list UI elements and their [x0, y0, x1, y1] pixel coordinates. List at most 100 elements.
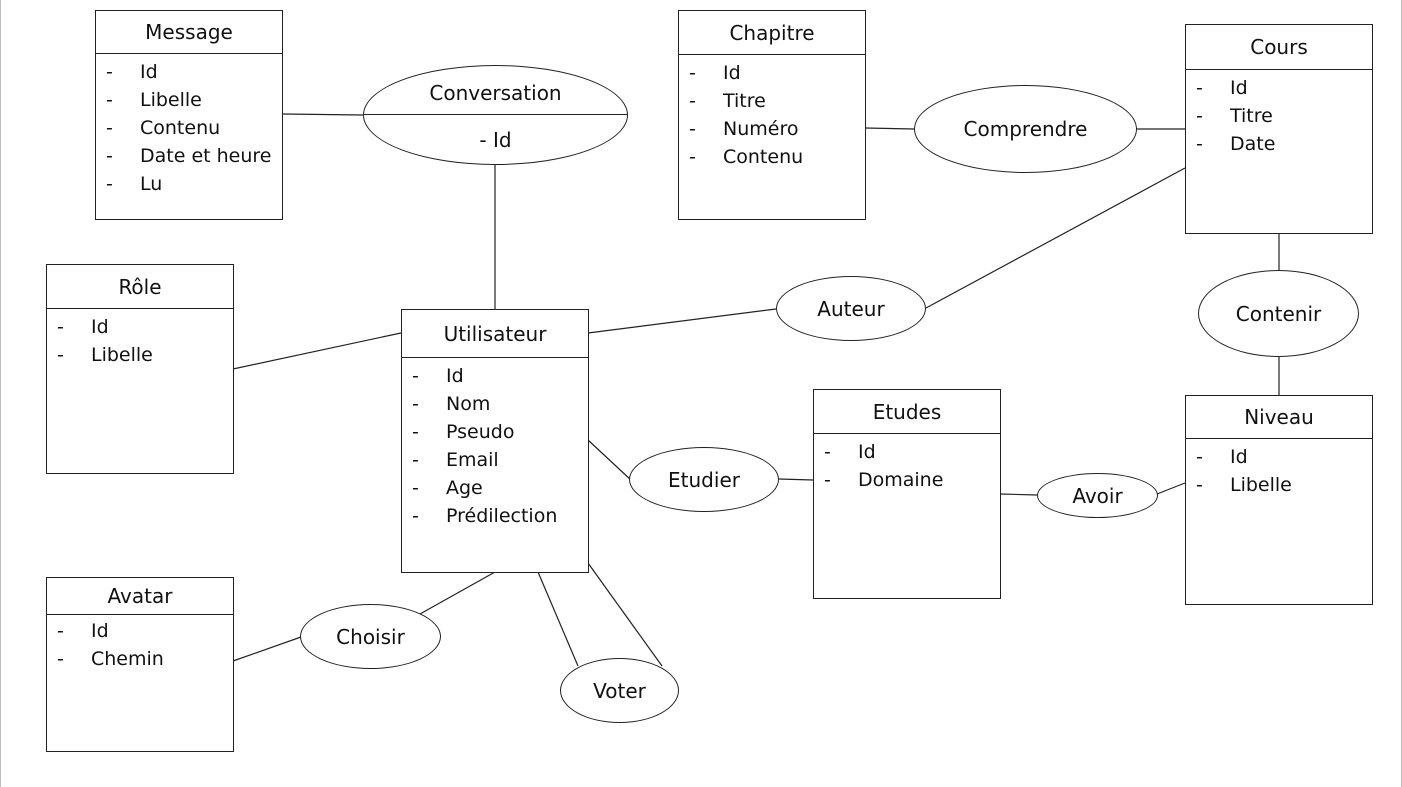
attribute-label: Nom	[446, 393, 491, 415]
entity-role[interactable]: Rôle -Id -Libelle	[46, 264, 234, 474]
entity-title: Etudes	[814, 390, 1000, 434]
attribute-label: Domaine	[858, 469, 944, 491]
association-contenir[interactable]: Contenir	[1198, 270, 1359, 357]
entity-title: Rôle	[47, 265, 233, 309]
association-name: Comprendre	[963, 117, 1088, 141]
association-auteur[interactable]: Auteur	[776, 276, 926, 341]
attribute-label: Contenu	[140, 117, 221, 139]
link-utilisateur-etudier	[587, 439, 633, 482]
entity-avatar[interactable]: Avatar -Id -Chemin	[46, 577, 234, 752]
entity-title: Message	[96, 11, 282, 54]
attribute-label: Date et heure	[140, 145, 272, 167]
attribute-item: -Date	[1186, 130, 1372, 158]
link-auteur-utilisateur	[587, 308, 777, 334]
attribute-item: -Id	[1186, 443, 1372, 471]
entity-title: Niveau	[1186, 396, 1372, 439]
attribute-item: -Nom	[402, 390, 588, 418]
attribute-item: -Numéro	[679, 115, 865, 143]
attribute-label: Email	[446, 449, 499, 471]
attribute-item: -Prédilection	[402, 502, 588, 530]
attribute-list: -Id -Libelle -Contenu -Date et heure -Lu	[96, 54, 282, 198]
association-etudier[interactable]: Etudier	[629, 447, 779, 512]
entity-niveau[interactable]: Niveau -Id -Libelle	[1185, 395, 1373, 605]
link-choisir-avatar	[232, 636, 302, 662]
entity-title: Chapitre	[679, 11, 865, 55]
entity-cours[interactable]: Cours -Id -Titre -Date	[1185, 24, 1373, 234]
attribute-item: -Id	[47, 617, 233, 645]
link-cours-auteur	[925, 167, 1186, 309]
attribute-item: -Id	[1186, 74, 1372, 102]
attribute-item: -Date et heure	[96, 142, 282, 170]
attribute-label: Age	[446, 477, 483, 499]
association-comprendre[interactable]: Comprendre	[914, 85, 1137, 173]
entity-title: Cours	[1186, 25, 1372, 70]
link-etudier-etudes	[778, 478, 814, 481]
link-chapitre-comprendre	[864, 127, 915, 130]
association-name: Choisir	[336, 624, 405, 649]
attribute-item: -Libelle	[47, 341, 233, 369]
association-attribute: - Id	[479, 127, 512, 152]
link-utilisateur-voter-2	[587, 562, 663, 667]
attribute-item: -Id	[679, 59, 865, 87]
association-avoir[interactable]: Avoir	[1037, 473, 1158, 518]
association-name: Contenir	[1235, 301, 1322, 326]
link-message-conversation	[282, 113, 364, 116]
attribute-label: Contenu	[723, 146, 804, 168]
attribute-label: Pseudo	[446, 421, 515, 443]
attribute-item: -Age	[402, 474, 588, 502]
attribute-item: -Id	[814, 438, 1000, 466]
link-utilisateur-choisir	[419, 571, 496, 615]
association-name: Conversation	[364, 66, 627, 115]
attribute-item: -Titre	[1186, 102, 1372, 130]
attribute-label: Libelle	[140, 89, 202, 111]
attribute-label: Titre	[723, 90, 766, 112]
attribute-label: Libelle	[91, 344, 153, 366]
attribute-item: -Pseudo	[402, 418, 588, 446]
entity-chapitre[interactable]: Chapitre -Id -Titre -Numéro -Contenu	[678, 10, 866, 220]
attribute-item: -Id	[96, 58, 282, 86]
entity-title: Avatar	[47, 578, 233, 615]
attribute-label: Titre	[1230, 105, 1273, 127]
link-avoir-niveau	[1156, 482, 1186, 495]
attribute-label: Id	[858, 441, 876, 463]
attribute-label: Id	[1230, 77, 1248, 99]
attribute-item: -Contenu	[679, 143, 865, 171]
attribute-item: -Titre	[679, 87, 865, 115]
attribute-item: -Libelle	[1186, 471, 1372, 499]
association-name: Avoir	[1072, 483, 1123, 508]
entity-etudes[interactable]: Etudes -Id -Domaine	[813, 389, 1001, 599]
link-utilisateur-voter-1	[537, 571, 579, 667]
association-choisir[interactable]: Choisir	[300, 604, 441, 669]
association-name: Voter	[593, 678, 646, 703]
attribute-label: Lu	[140, 173, 163, 195]
attribute-label: Numéro	[723, 118, 799, 140]
association-conversation[interactable]: Conversation - Id	[363, 65, 628, 165]
attribute-list: -Id -Titre -Numéro -Contenu	[679, 55, 865, 171]
attribute-label: Date	[1230, 133, 1276, 155]
attribute-label: Id	[91, 316, 109, 338]
association-name: Auteur	[817, 296, 885, 321]
attribute-list: -Id -Nom -Pseudo -Email -Age -Prédilecti…	[402, 358, 588, 530]
attribute-item: -Chemin	[47, 645, 233, 673]
attribute-label: Id	[91, 620, 109, 642]
attribute-list: -Id -Libelle	[1186, 439, 1372, 499]
association-voter[interactable]: Voter	[560, 658, 679, 723]
attribute-item: -Email	[402, 446, 588, 474]
attribute-label: Id	[1230, 446, 1248, 468]
entity-message[interactable]: Message -Id -Libelle -Contenu -Date et h…	[95, 10, 283, 220]
link-etudes-avoir	[999, 493, 1038, 496]
entity-title: Utilisateur	[402, 310, 588, 358]
attribute-list: -Id -Titre -Date	[1186, 70, 1372, 158]
attribute-item: -Domaine	[814, 466, 1000, 494]
association-name: Etudier	[668, 467, 740, 492]
attribute-item: -Id	[402, 362, 588, 390]
attribute-label: Prédilection	[446, 505, 558, 527]
attribute-item: -Lu	[96, 170, 282, 198]
entity-utilisateur[interactable]: Utilisateur -Id -Nom -Pseudo -Email -Age…	[401, 309, 589, 573]
attribute-label: Id	[140, 61, 158, 83]
attribute-list: -Id -Domaine	[814, 434, 1000, 494]
attribute-item: -Libelle	[96, 86, 282, 114]
attribute-label: Chemin	[91, 648, 164, 670]
link-role-utilisateur	[232, 332, 402, 370]
